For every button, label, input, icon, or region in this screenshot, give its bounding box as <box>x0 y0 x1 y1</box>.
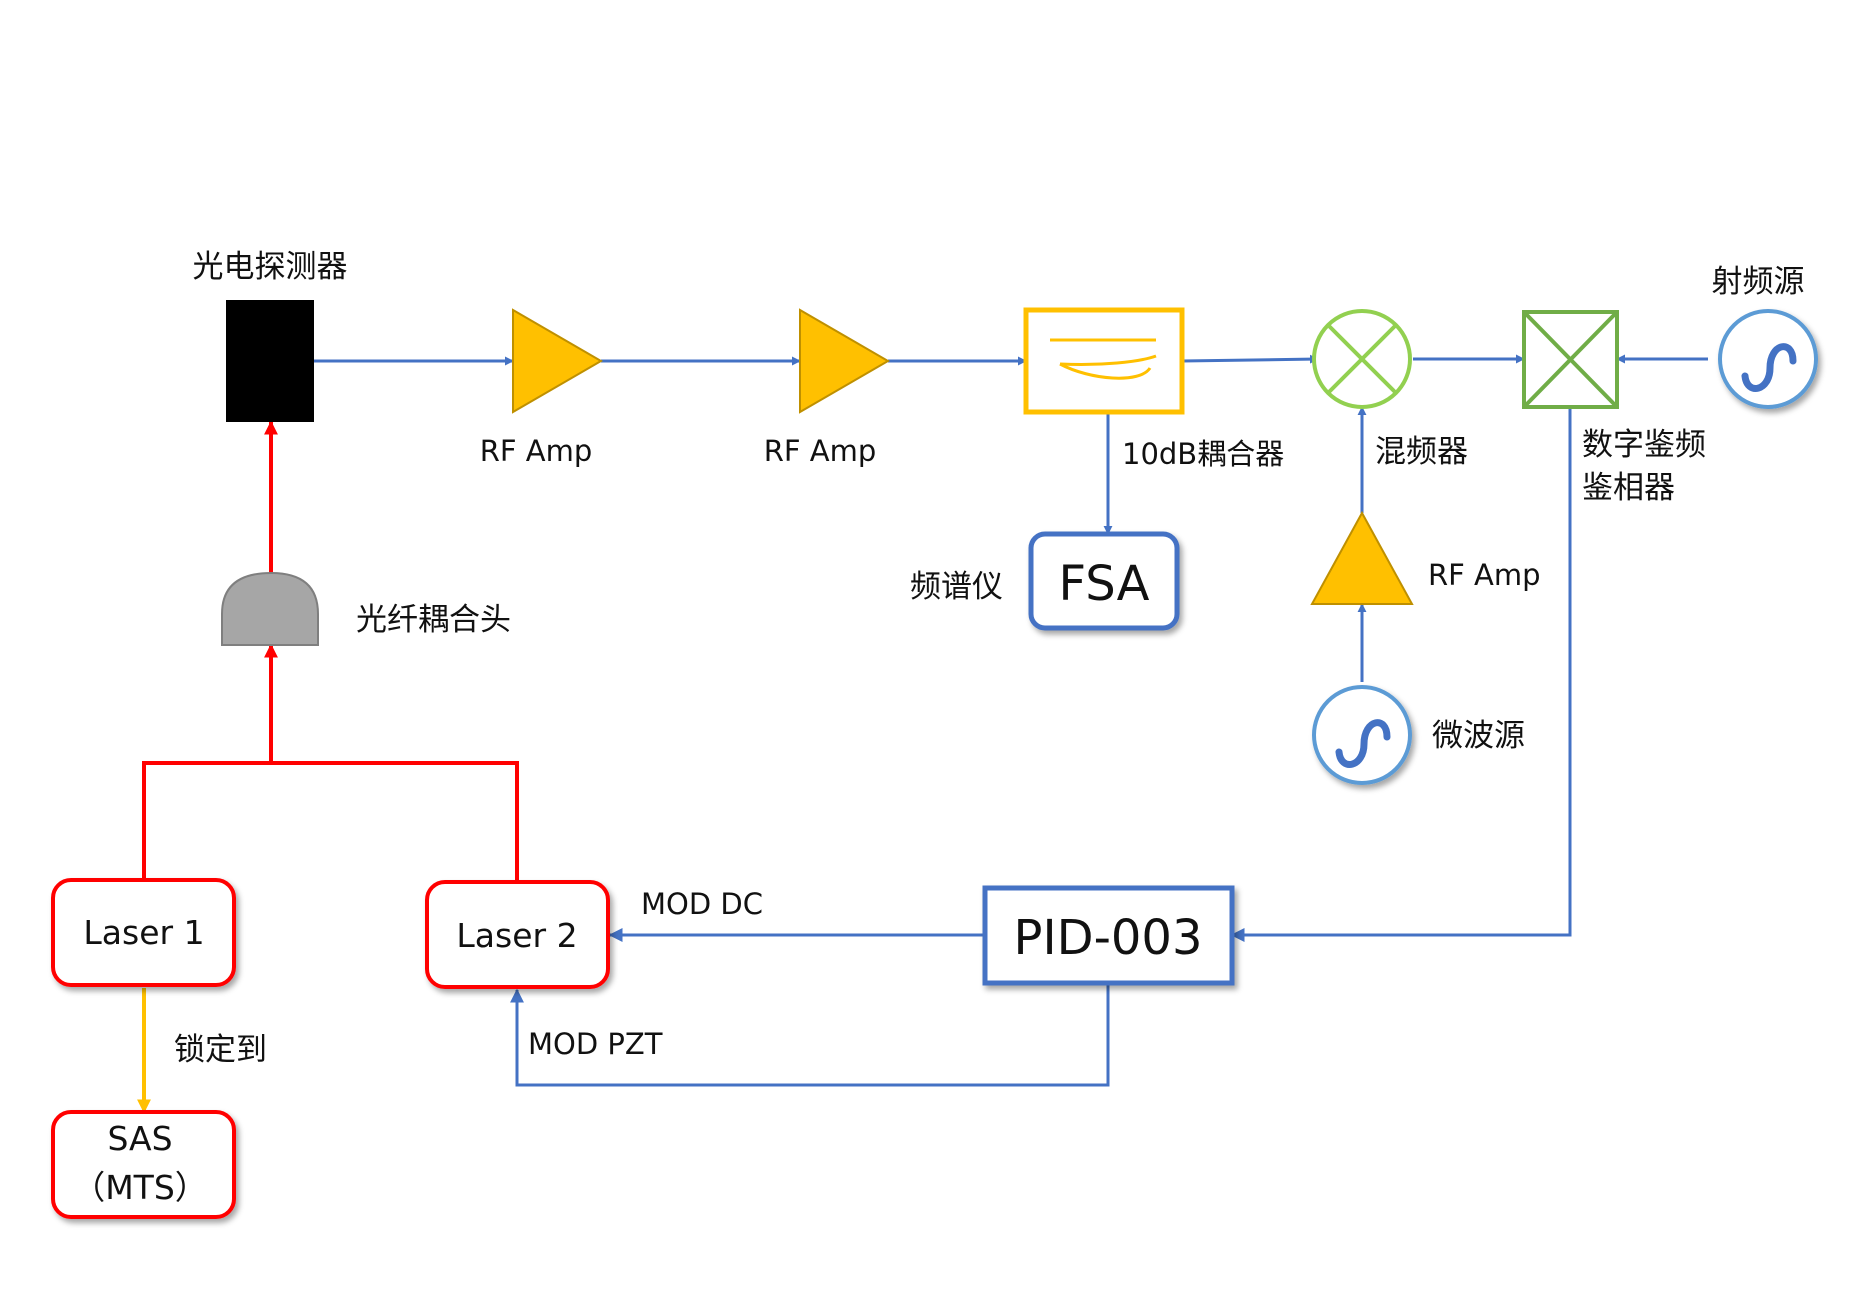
laser-1: Laser 1 <box>51 878 236 987</box>
mod-dc-label: MOD DC <box>641 887 763 921</box>
laser-2: Laser 2 <box>425 880 610 989</box>
pfd-to-pid-arrow <box>1230 407 1572 942</box>
sas-label-line2: （MTS） <box>72 1168 208 1207</box>
laser-2-label: Laser 2 <box>456 916 577 955</box>
rf-amp-1: RF Amp <box>480 308 603 468</box>
digital-pfd-label-line1: 数字鉴频 <box>1582 427 1706 463</box>
fsa-label: FSA <box>1059 556 1150 612</box>
coupler-curve-icon <box>1050 338 1157 380</box>
rf-amp-1-label: RF Amp <box>480 434 593 468</box>
fiber-coupler: 光纤耦合头 <box>221 571 511 646</box>
triangle-amplifier-icon <box>799 308 890 414</box>
mixer: 混频器 <box>1312 309 1468 470</box>
optical-paths <box>142 420 519 880</box>
sine-source-icon <box>1312 685 1412 785</box>
mixer-cross-circle-icon <box>1312 309 1412 409</box>
rf-amp-2: RF Amp <box>764 308 890 468</box>
electrical-paths <box>314 354 1708 1087</box>
coupler-10db: 10dB耦合器 <box>1023 307 1284 471</box>
laser1-to-combiner-line <box>142 761 271 878</box>
lock-to-label: 锁定到 <box>174 1032 267 1068</box>
sas-mts: SAS （MTS） <box>51 1110 236 1219</box>
black-block-icon <box>226 300 314 422</box>
sine-source-icon <box>1718 309 1818 409</box>
sas-box <box>51 1110 236 1219</box>
rf-source-label: 射频源 <box>1712 264 1805 300</box>
pid-label: PID-003 <box>1014 910 1203 966</box>
rf-amp-2-label: RF Amp <box>764 434 877 468</box>
sas-label-line1: SAS <box>107 1119 172 1158</box>
pid-box <box>982 885 1235 986</box>
photodetector-label: 光电探测器 <box>193 249 348 285</box>
spectrum-analyzer-label: 频谱仪 <box>910 569 1003 605</box>
photodetector: 光电探测器 <box>193 249 348 422</box>
pid-to-laser2-mod-pzt-arrow <box>510 985 1110 1087</box>
fiber-coupler-label: 光纤耦合头 <box>356 602 511 638</box>
rf-amp-3-label: RF Amp <box>1428 558 1541 592</box>
laser-2-box <box>425 880 610 989</box>
directional-coupler-icon <box>1023 307 1185 415</box>
mixer-label: 混频器 <box>1375 434 1468 470</box>
digital-pfd: 数字鉴频 鉴相器 <box>1522 310 1706 506</box>
microwave-source: 微波源 <box>1312 685 1525 785</box>
triangle-amplifier-icon <box>512 308 603 414</box>
laser-1-label: Laser 1 <box>83 913 204 952</box>
digital-pfd-label-line2: 鉴相器 <box>1582 470 1675 506</box>
triangle-amplifier-icon <box>1310 510 1414 605</box>
rf-source: 射频源 <box>1712 264 1818 409</box>
fsa-spectrum-analyzer: FSA 频谱仪 <box>910 531 1180 631</box>
coupler-to-mixer-arrow <box>1181 354 1319 364</box>
microwave-source-label: 微波源 <box>1432 718 1525 754</box>
coupler-10db-label: 10dB耦合器 <box>1122 437 1284 471</box>
mod-pzt-label: MOD PZT <box>528 1027 663 1061</box>
rf-amp-3: RF Amp <box>1310 510 1541 605</box>
laser2-to-combiner-line <box>271 761 519 880</box>
boxed-x-icon <box>1522 310 1619 409</box>
fiber-coupler-dome-icon <box>221 571 319 646</box>
fsa-box <box>1028 531 1180 631</box>
laser-1-box <box>51 878 236 987</box>
pid-controller: PID-003 <box>982 885 1235 986</box>
